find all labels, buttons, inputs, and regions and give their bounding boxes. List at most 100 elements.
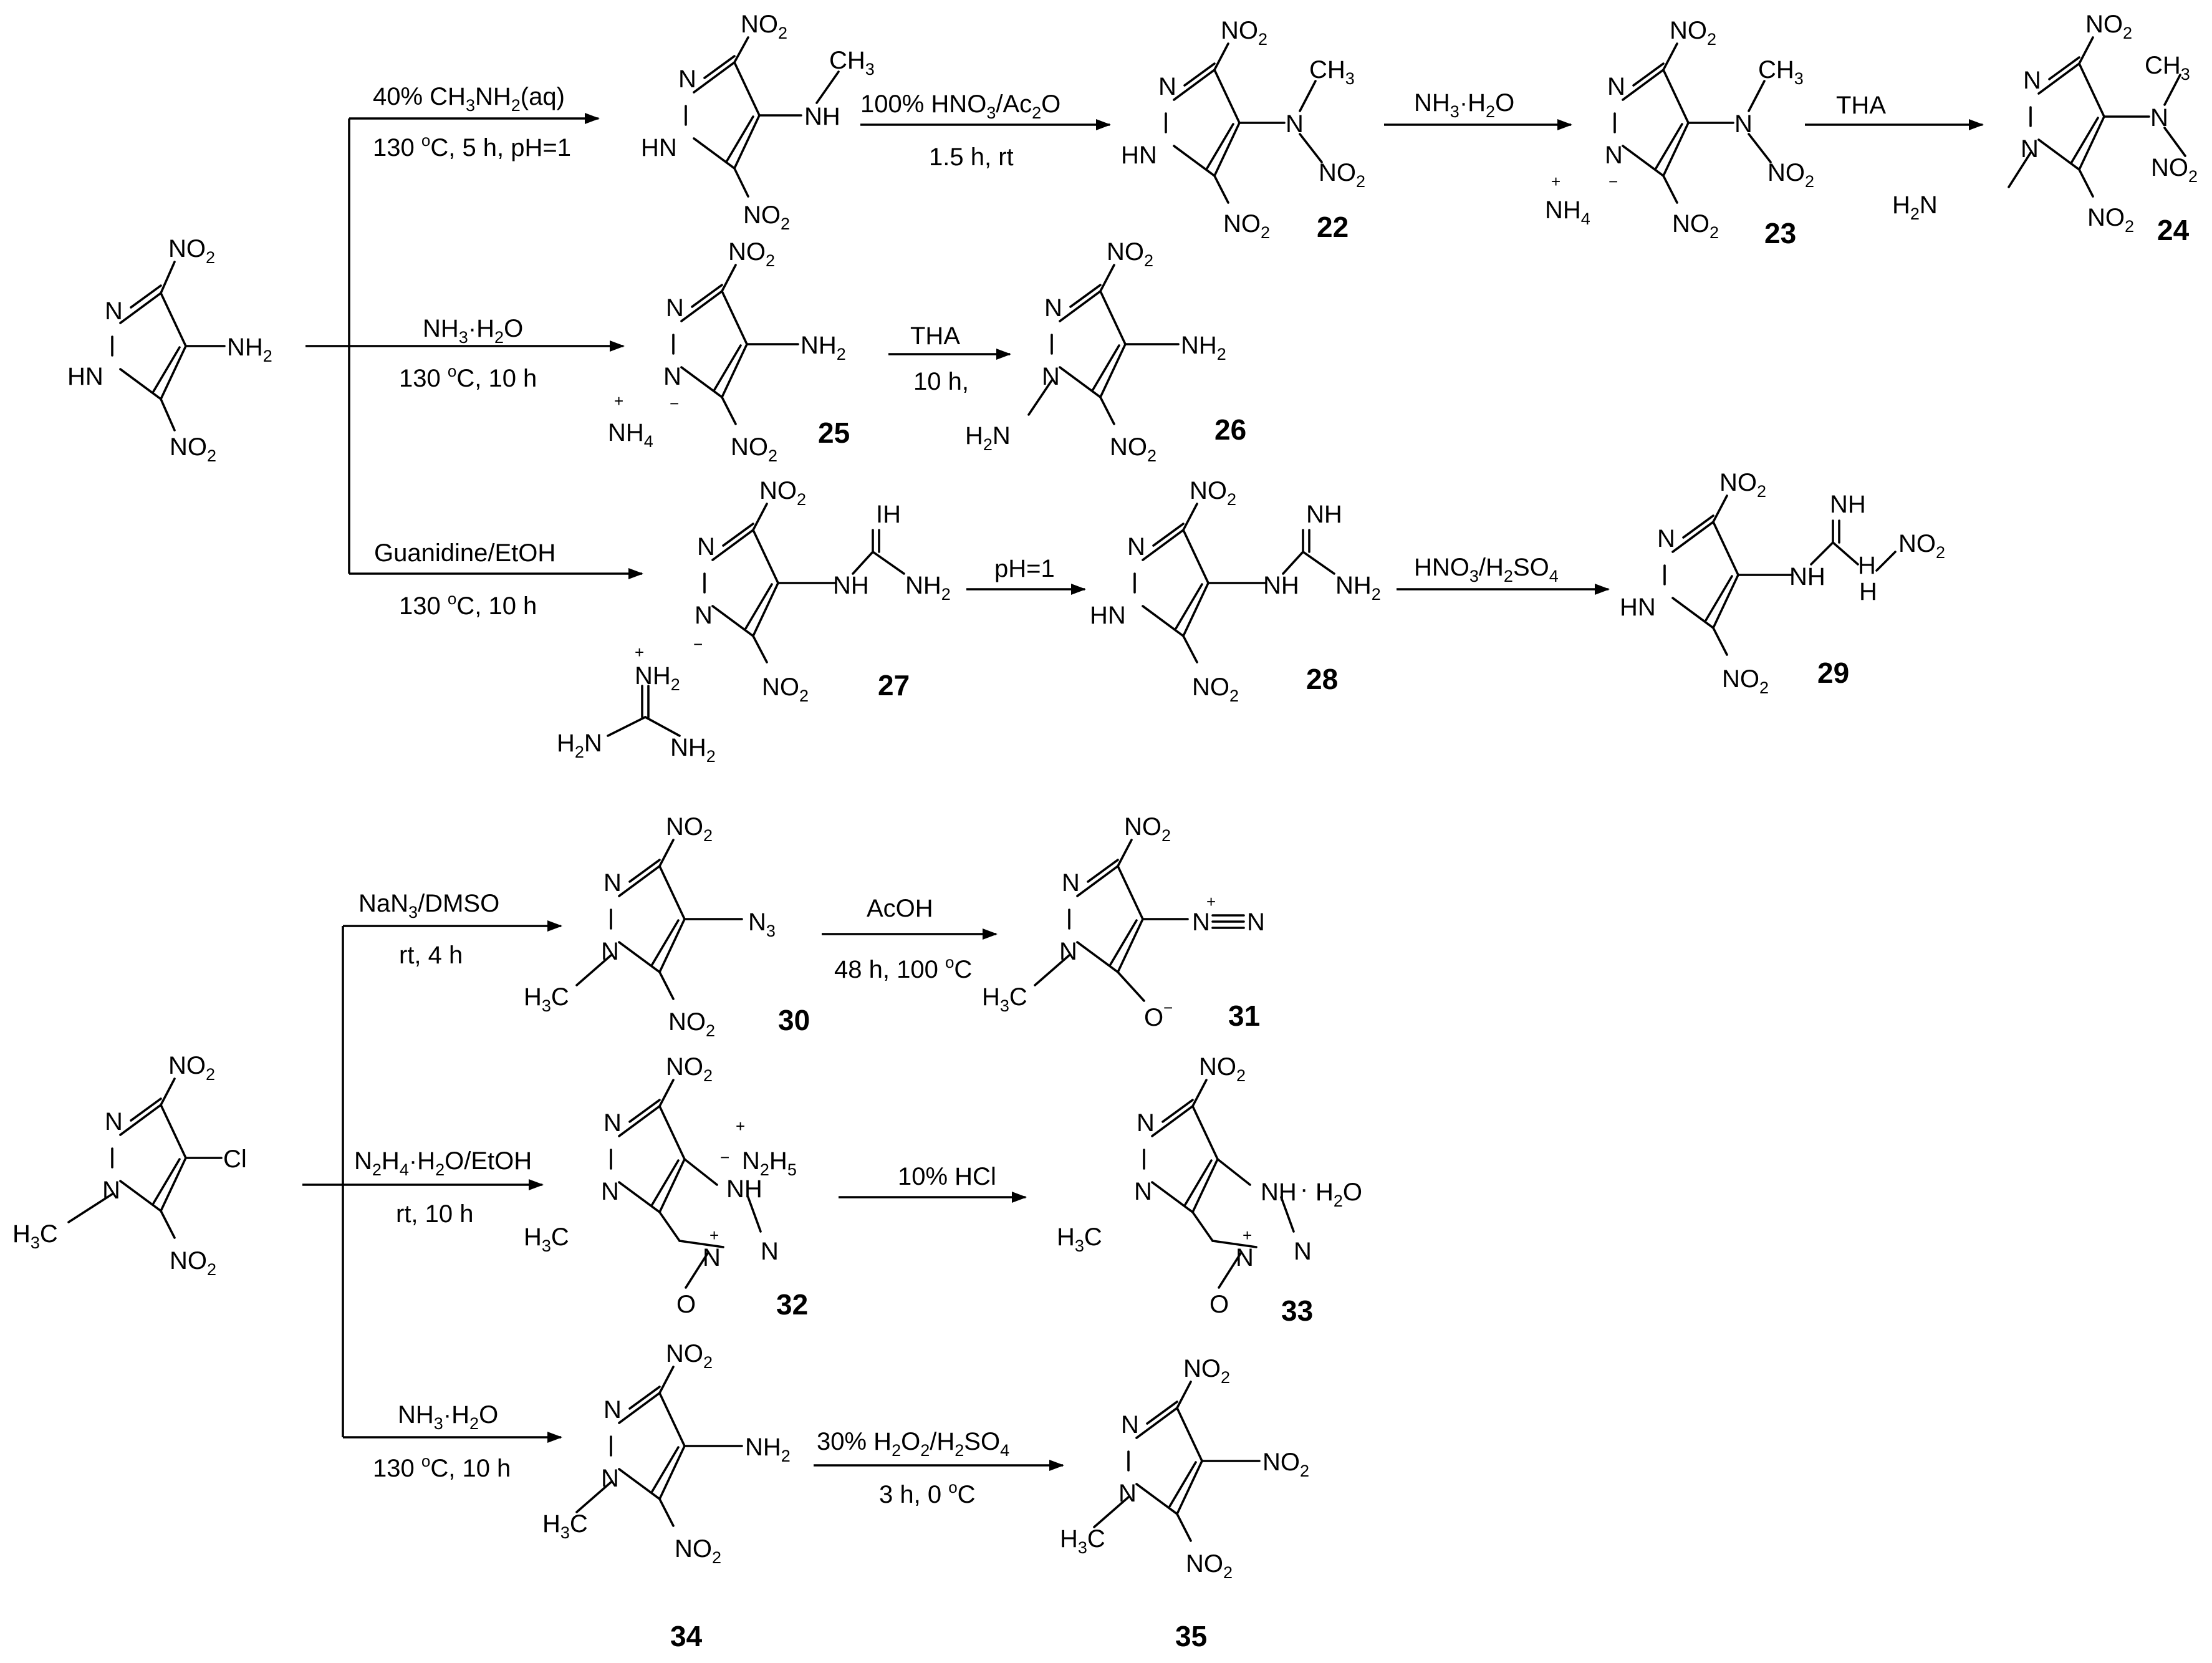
charge-plus: + bbox=[709, 1226, 719, 1245]
atom-no2: NO2 bbox=[668, 1008, 715, 1040]
atom-no2: NO2 bbox=[1898, 530, 1945, 562]
reagent-tha: THA bbox=[910, 322, 960, 350]
reagent-ammonia: NH3·H2O bbox=[1414, 89, 1514, 121]
atom-n: N bbox=[2023, 67, 2041, 94]
reagent-methylamine: 40% CH3NH2(aq) bbox=[373, 83, 565, 115]
atom-no2: NO2 bbox=[731, 433, 777, 465]
atom-no2: NO2 bbox=[1221, 17, 1267, 49]
compound-number-28: 28 bbox=[1306, 663, 1338, 695]
atom-cl: Cl bbox=[223, 1145, 247, 1173]
atom-ch3: CH3 bbox=[829, 47, 875, 79]
charge-minus: − bbox=[670, 394, 679, 413]
reagent-guanidine: Guanidine/EtOH bbox=[374, 539, 555, 567]
atom-no2: NO2 bbox=[675, 1535, 721, 1567]
atom-n: N bbox=[666, 294, 684, 322]
atom-ch3: CH3 bbox=[1758, 56, 1804, 88]
reagent-ammonia: NH3·H2O bbox=[398, 1401, 498, 1433]
atom-o: O bbox=[1209, 1291, 1229, 1318]
atom-no2: NO2 bbox=[1186, 1550, 1233, 1582]
atom-hn: HN bbox=[67, 363, 103, 390]
atom-hn: HN bbox=[1620, 594, 1656, 621]
condition-3h-0c: 3 h, 0 oC bbox=[879, 1478, 976, 1508]
atom-n: N bbox=[1657, 525, 1675, 552]
compound-number-29: 29 bbox=[1817, 657, 1849, 689]
atom-no2: NO2 bbox=[1183, 1355, 1230, 1387]
atom-no2: NO2 bbox=[666, 1053, 713, 1085]
compound-24: N N H2N NO2 N CH3 NO2 NO2 24 bbox=[1892, 11, 2198, 246]
compound-35: N N H3C NO2 NO2 NO2 35 bbox=[1060, 1355, 1309, 1652]
atom-no2: NO2 bbox=[1672, 210, 1719, 242]
charge-minus: − bbox=[693, 635, 703, 653]
atom-n: N bbox=[2021, 135, 2039, 163]
atom-no2: NO2 bbox=[168, 1052, 215, 1084]
reagent-ph1: pH=1 bbox=[994, 555, 1055, 582]
branch-lines-bottom bbox=[302, 920, 562, 1443]
start-material-aminodinitropyrazole: N HN NO2 NH2 NO2 bbox=[67, 235, 272, 465]
condition-130c-10h: 130 oC, 10 h bbox=[399, 589, 537, 620]
condition-rt-4h: rt, 4 h bbox=[399, 942, 463, 969]
atom-n: N bbox=[1236, 1244, 1254, 1271]
atom-no2: NO2 bbox=[666, 813, 713, 845]
compound-22: N HN NO2 N CH3 NO2 NO2 22 bbox=[1121, 17, 1365, 243]
atom-n: N bbox=[1192, 909, 1210, 936]
compound-25: N N − + NH4 NO2 NH2 NO2 25 bbox=[608, 238, 850, 465]
atom-no2: NO2 bbox=[1719, 469, 1766, 501]
atom-n: N bbox=[1121, 1411, 1139, 1439]
compound-28: N HN NO2 NH NH NH2 NO2 28 bbox=[1090, 477, 1381, 705]
charge-plus: + bbox=[1206, 892, 1216, 911]
atom-nh: NH bbox=[1830, 491, 1866, 518]
reagent-hno3-ac2o: 100% HNO3/Ac2O bbox=[860, 90, 1060, 122]
compound-32: N N H3C NO2 + − N2H5 NH N N + O 32 bbox=[524, 1053, 808, 1321]
atom-no2: NO2 bbox=[1107, 238, 1153, 270]
compound-26: N N H2N NO2 NH2 NO2 26 bbox=[965, 238, 1246, 465]
charge-plus: + bbox=[614, 392, 623, 410]
atom-h2n: H2N bbox=[1892, 191, 1938, 223]
atom-o: O bbox=[1144, 1004, 1163, 1031]
atom-n: N bbox=[761, 1238, 779, 1265]
compound-number-32: 32 bbox=[776, 1288, 808, 1321]
reagent-sodium-azide: NaN3/DMSO bbox=[358, 890, 499, 922]
atom-h3c: H3C bbox=[12, 1220, 58, 1252]
compound-34: N N H3C NO2 NH2 NO2 34 bbox=[542, 1340, 791, 1652]
compound-31: N N H3C NO2 N + N O − 31 bbox=[982, 813, 1265, 1032]
atom-nh: NH bbox=[804, 103, 840, 130]
atom-n: N bbox=[1294, 1238, 1312, 1265]
compound-29: N HN NO2 NH NH H H NO2 NO2 29 bbox=[1620, 469, 1945, 697]
atom-n: N bbox=[105, 297, 123, 325]
atom-hn: HN bbox=[1090, 602, 1126, 629]
atom-nh2: NH2 bbox=[745, 1434, 791, 1465]
atom-n: N bbox=[2150, 104, 2168, 132]
atom-n: N bbox=[1042, 363, 1060, 390]
atom-ch3: CH3 bbox=[2145, 52, 2190, 84]
atom-no2: NO2 bbox=[170, 1247, 216, 1279]
reagent-hydrazine: N2H4·H2O/EtOH bbox=[354, 1147, 532, 1179]
condition-130c-10h: 130 oC, 10 h bbox=[399, 362, 537, 392]
atom-n: N bbox=[1134, 1178, 1152, 1205]
atom-nh2: NH2 bbox=[1335, 572, 1381, 604]
atom-nh: NH bbox=[1261, 1179, 1297, 1206]
atom-no2: NO2 bbox=[666, 1340, 713, 1372]
atom-n: N bbox=[663, 363, 681, 390]
atom-ch3: CH3 bbox=[1309, 56, 1355, 88]
compound-number-30: 30 bbox=[778, 1004, 810, 1036]
atom-nh2: NH2 bbox=[801, 332, 846, 364]
condition-10h: 10 h, bbox=[913, 368, 969, 395]
atom-n: N bbox=[1247, 909, 1265, 936]
charge-minus: − bbox=[720, 1148, 729, 1167]
atom-h3c: H3C bbox=[542, 1510, 588, 1542]
atom-n: N bbox=[1605, 142, 1623, 169]
reagent-tha: THA bbox=[1836, 92, 1886, 119]
atom-no2: NO2 bbox=[741, 11, 787, 42]
atom-nh: NH bbox=[1263, 572, 1299, 599]
atom-h3c: H3C bbox=[524, 983, 569, 1015]
compound-number-27: 27 bbox=[878, 669, 910, 701]
condition-48h-100c: 48 h, 100 oC bbox=[834, 953, 972, 983]
compound-30: N N H3C NO2 N3 NO2 30 bbox=[524, 813, 810, 1040]
condition-130c-10h: 130 oC, 10 h bbox=[373, 1452, 511, 1482]
atom-n: N bbox=[703, 1244, 721, 1271]
atom-no2: NO2 bbox=[168, 235, 215, 267]
atom-nh2: NH2 bbox=[227, 334, 272, 365]
atom-no2: NO2 bbox=[743, 201, 790, 233]
atom-no2: NO2 bbox=[759, 477, 806, 509]
charge-plus: + bbox=[1551, 172, 1560, 191]
